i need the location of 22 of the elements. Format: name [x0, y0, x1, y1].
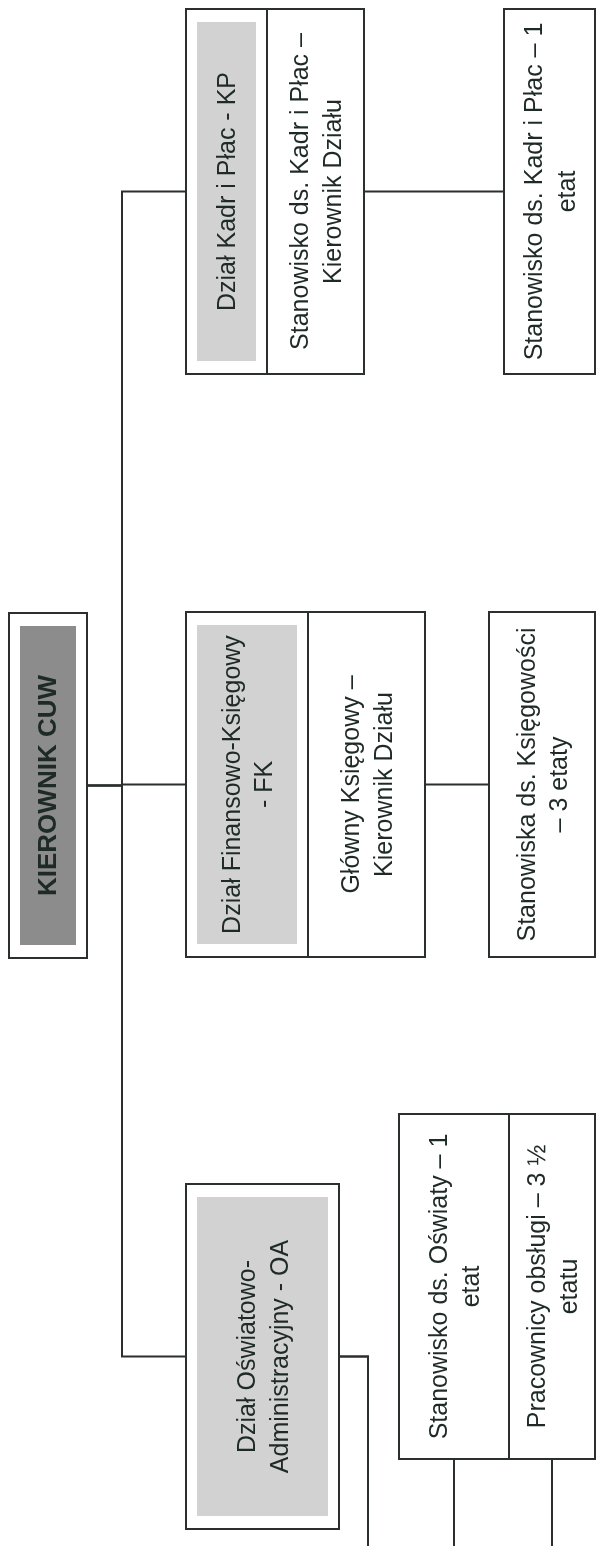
position-label: Stanowiska ds. Księgowości – 3 etaty — [510, 626, 573, 944]
department-title: Dział Kadr i Płac - KP — [197, 22, 256, 361]
position-box — [503, 8, 596, 375]
position-box — [508, 1113, 596, 1460]
department-title: Dział Oświatowo-Administracyjny - OA — [197, 1197, 328, 1516]
head-position-label: Główny Księgowy – Kierownik Działu — [307, 613, 424, 956]
department-title: Dział Finansowo-Księgowy - FK — [197, 625, 297, 944]
connector-line — [364, 190, 504, 193]
head-position-label: Stanowisko ds. Kadr i Płac – Kierownik Działu — [266, 10, 363, 373]
connector-line — [87, 190, 186, 787]
director-box — [8, 612, 88, 959]
position-label: Stanowisko ds. Oświaty – 1 etat — [422, 1132, 485, 1442]
department-box — [185, 1183, 340, 1530]
position-label: Pracownicy obsługi – 3 ½ etatu — [520, 1143, 583, 1431]
position-box — [488, 611, 596, 958]
position-box — [398, 1113, 510, 1460]
position-label: Stanowisko ds. Kadr i Płac – 1 etat — [518, 21, 581, 363]
department-box — [185, 8, 365, 375]
department-box — [185, 611, 426, 958]
director-title: KIEROWNIK CUW — [20, 626, 76, 945]
connector-line — [339, 1355, 553, 1546]
connector-line — [425, 783, 489, 786]
